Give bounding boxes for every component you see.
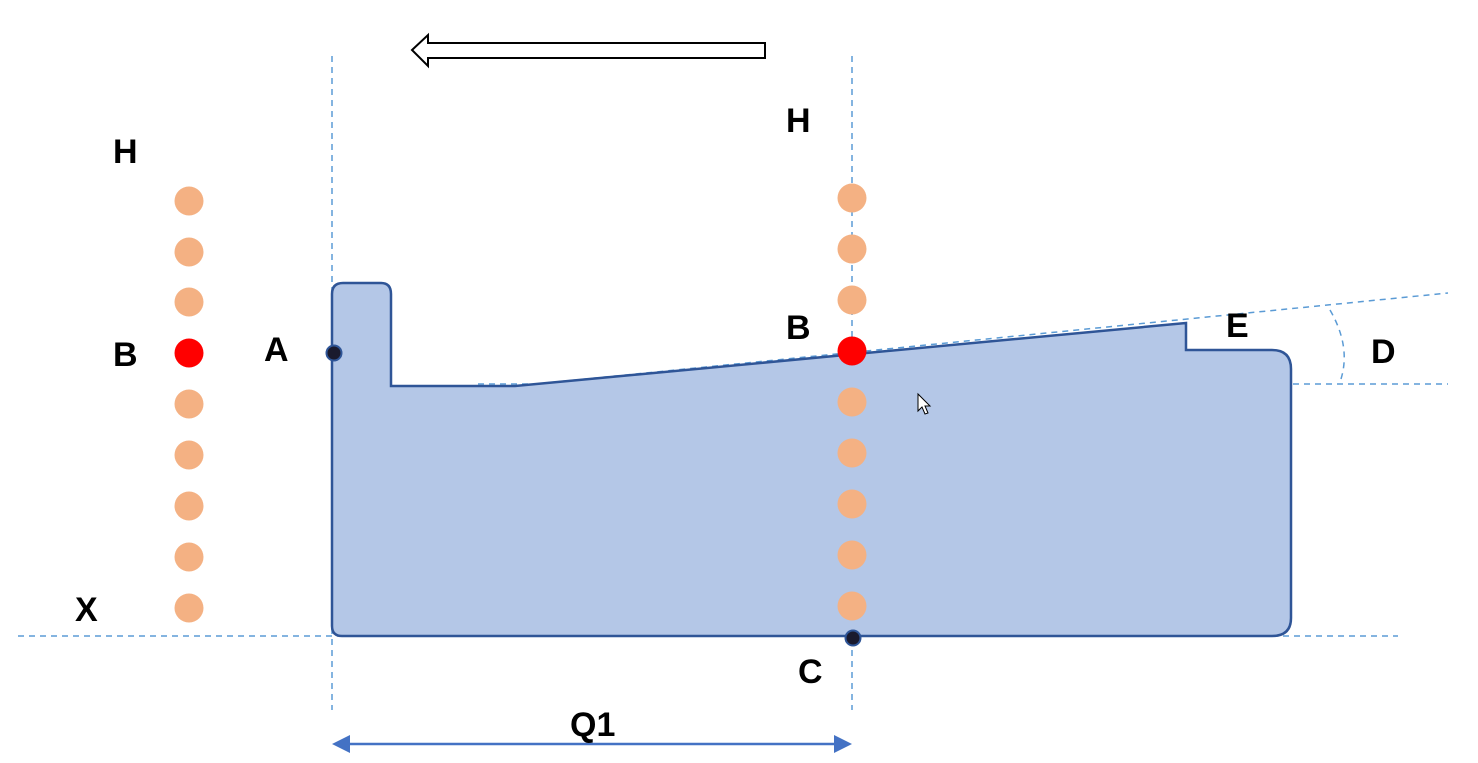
left-column-dot xyxy=(174,542,204,572)
left-column-dot xyxy=(174,389,204,419)
center-column-dot xyxy=(837,234,867,264)
center-column-dot xyxy=(837,387,867,417)
left-column-dot xyxy=(174,440,204,470)
angle-arc-d xyxy=(1329,309,1345,383)
label-b-left: B xyxy=(113,336,138,374)
center-column-dot xyxy=(837,183,867,213)
left-column-highlight-dot xyxy=(174,338,204,368)
left-dot-column xyxy=(174,186,204,623)
label-q1-dimension: Q1 xyxy=(570,706,615,744)
center-column-dot xyxy=(837,591,867,621)
label-c-point: C xyxy=(798,653,823,691)
left-column-dot xyxy=(174,237,204,267)
left-column-dot xyxy=(174,491,204,521)
left-column-dot xyxy=(174,287,204,317)
label-b-center: B xyxy=(786,309,811,347)
part-profile-shape xyxy=(330,281,1293,638)
center-dot-column xyxy=(837,183,867,621)
label-x-axis: X xyxy=(75,591,98,629)
label-d-angle: D xyxy=(1371,333,1396,371)
center-column-dot xyxy=(837,540,867,570)
point-c-marker xyxy=(844,629,862,647)
label-h-center: H xyxy=(786,102,811,140)
left-arrow-icon xyxy=(410,32,766,69)
center-column-dot xyxy=(837,285,867,315)
center-column-dot xyxy=(837,438,867,468)
label-e-point: E xyxy=(1226,307,1249,345)
center-column-dot xyxy=(837,489,867,519)
left-column-dot xyxy=(174,186,204,216)
point-a-marker xyxy=(325,344,343,362)
q1-dimension-arrow xyxy=(332,735,852,753)
label-h-left: H xyxy=(113,133,138,171)
label-a-point: A xyxy=(264,331,289,369)
center-column-highlight-dot xyxy=(837,336,867,366)
left-column-dot xyxy=(174,593,204,623)
mouse-pointer-icon xyxy=(917,392,932,415)
